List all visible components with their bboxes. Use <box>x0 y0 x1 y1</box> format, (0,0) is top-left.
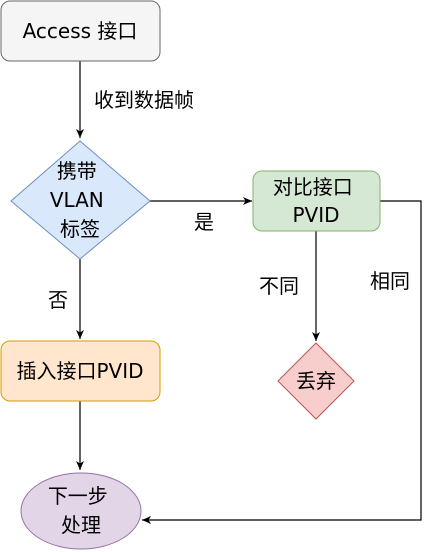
edge-label-no: 否 <box>48 288 68 312</box>
edge-label-different: 不同 <box>259 274 299 298</box>
node-access-port: Access 接口 <box>0 0 161 62</box>
edge-compare-to-next <box>142 200 422 524</box>
node-insert-pvid-label: 插入接口PVID <box>16 359 143 383</box>
node-access-port-label: Access 接口 <box>23 19 138 43</box>
node-access-port-shape <box>0 0 161 62</box>
node-discard: 丢弃 <box>277 342 355 420</box>
edges <box>76 61 422 524</box>
node-tagged-line-1: 携带 <box>57 159 97 183</box>
node-compare-pvid: 对比接口 PVID <box>252 170 381 232</box>
node-tagged-decision-shape <box>10 140 151 260</box>
edge-label-yes: 是 <box>194 210 214 234</box>
node-tagged-decision: 携带 VLAN 标签 <box>10 140 151 260</box>
node-discard-shape <box>277 342 355 420</box>
node-discard-label: 丢弃 <box>296 369 336 393</box>
node-compare-pvid-shape <box>252 170 381 232</box>
node-next-step-label: 下一步 处理 <box>48 484 114 537</box>
node-tagged-line-3: 标签 <box>60 217 100 241</box>
node-insert-pvid: 插入接口PVID <box>0 340 161 402</box>
node-compare-pvid-label: 对比接口 PVID <box>273 175 359 227</box>
node-next-step-shape <box>20 472 142 550</box>
node-next-line-1: 下一步 <box>48 484 108 508</box>
node-insert-pvid-shape <box>0 340 161 402</box>
node-next-line-2: 处理 <box>61 513 101 537</box>
node-tagged-line-2: VLAN <box>50 188 104 212</box>
node-compare-line-1: 对比接口 <box>273 175 353 199</box>
node-tagged-decision-label: 携带 VLAN 标签 <box>50 159 110 241</box>
node-compare-line-2: PVID <box>292 203 339 227</box>
edge-label-same: 相同 <box>370 269 410 293</box>
edge-label-receive: 收到数据帧 <box>94 88 194 112</box>
node-next-step: 下一步 处理 <box>20 472 142 550</box>
